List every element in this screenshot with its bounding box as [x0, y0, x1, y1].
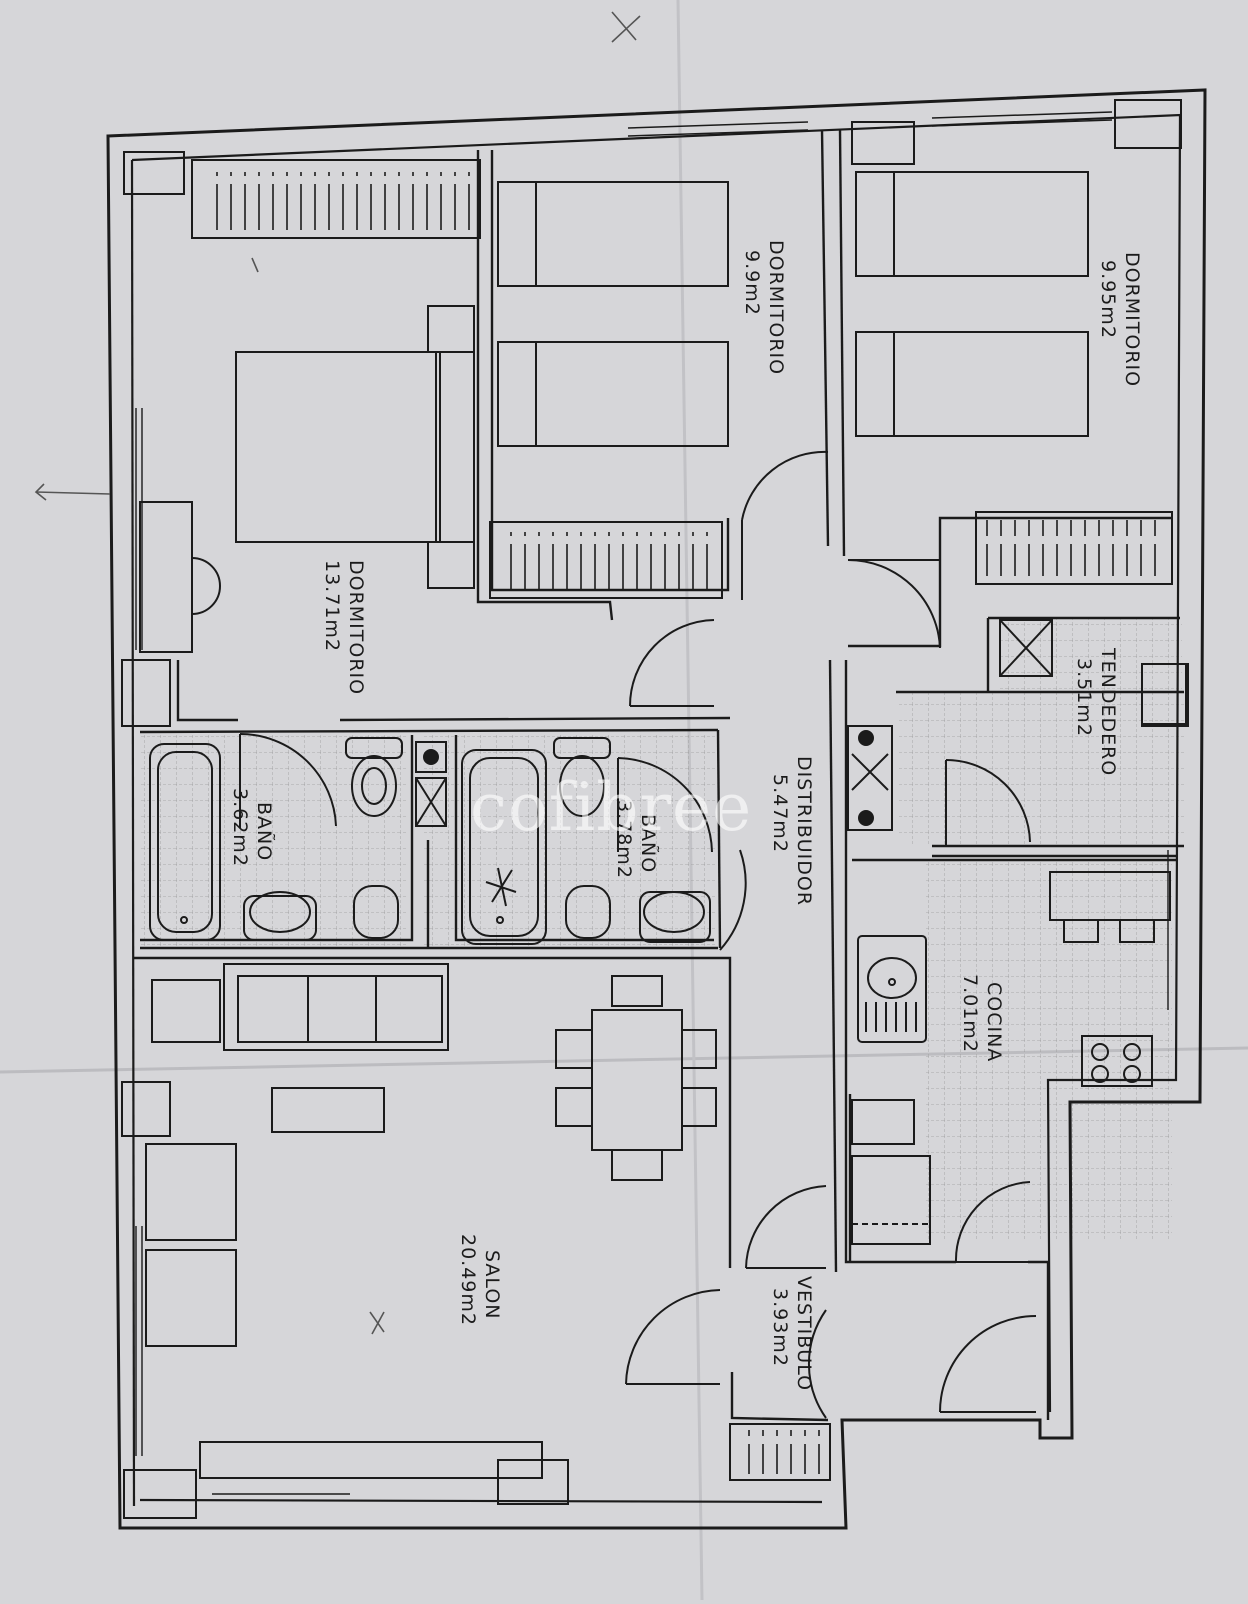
wardrobes: [191, 159, 1173, 1481]
bathroom-fixtures: [149, 737, 711, 945]
room-area: 3.93m2: [769, 1288, 791, 1367]
room-name: DORMITORIO: [1121, 252, 1143, 387]
doors: [239, 450, 1037, 1419]
room-name: DORMITORIO: [765, 240, 787, 375]
room-label-dormitorio-right: DORMITORIO 9.95m2: [1097, 252, 1143, 387]
room-area: 3.78m2: [613, 800, 635, 879]
room-label-salon: SALON 20.49m2: [457, 1234, 503, 1326]
room-name: BAÑO: [253, 802, 276, 861]
room-area: 9.9m2: [741, 250, 763, 316]
salon-furniture: [145, 963, 717, 1479]
room-label-distribuidor: DISTRIBUIDOR 5.47m2: [769, 756, 815, 906]
room-label-cocina: COCINA 7.01m2: [959, 974, 1005, 1062]
room-name: DISTRIBUIDOR: [793, 756, 815, 906]
room-name: SALON: [481, 1250, 503, 1320]
interior-walls: [134, 129, 1184, 1422]
room-label-tendedero: TENDEDERO 3.51m2: [1073, 647, 1119, 776]
room-area: 13.71m2: [321, 560, 343, 652]
kitchen-fixtures: [847, 619, 1187, 1245]
room-area: 3.62m2: [229, 788, 251, 867]
room-label-bano-2: BAÑO 3.78m2: [613, 800, 660, 879]
watermark: cofibree: [470, 769, 752, 846]
room-name: COCINA: [983, 982, 1005, 1062]
bedroom-furniture: [139, 171, 1089, 653]
room-name: BAÑO: [637, 814, 660, 873]
room-label-dormitorio-master: DORMITORIO 13.71m2: [321, 560, 367, 695]
room-area: 5.47m2: [769, 774, 791, 853]
room-label-bano-1: BAÑO 3.62m2: [229, 788, 276, 867]
room-name: DORMITORIO: [345, 560, 367, 695]
room-label-dormitorio-middle: DORMITORIO 9.9m2: [741, 240, 787, 375]
room-name: TENDEDERO: [1097, 647, 1119, 776]
room-name: VESTIBULO: [793, 1276, 815, 1391]
room-label-vestibulo: VESTIBULO 3.93m2: [769, 1276, 815, 1391]
room-area: 3.51m2: [1073, 658, 1095, 737]
outer-walls: [106, 88, 1207, 1530]
room-area: 7.01m2: [959, 974, 981, 1053]
room-area: 9.95m2: [1097, 260, 1119, 339]
room-area: 20.49m2: [457, 1234, 479, 1326]
pencil-marks: [34, 11, 641, 1335]
